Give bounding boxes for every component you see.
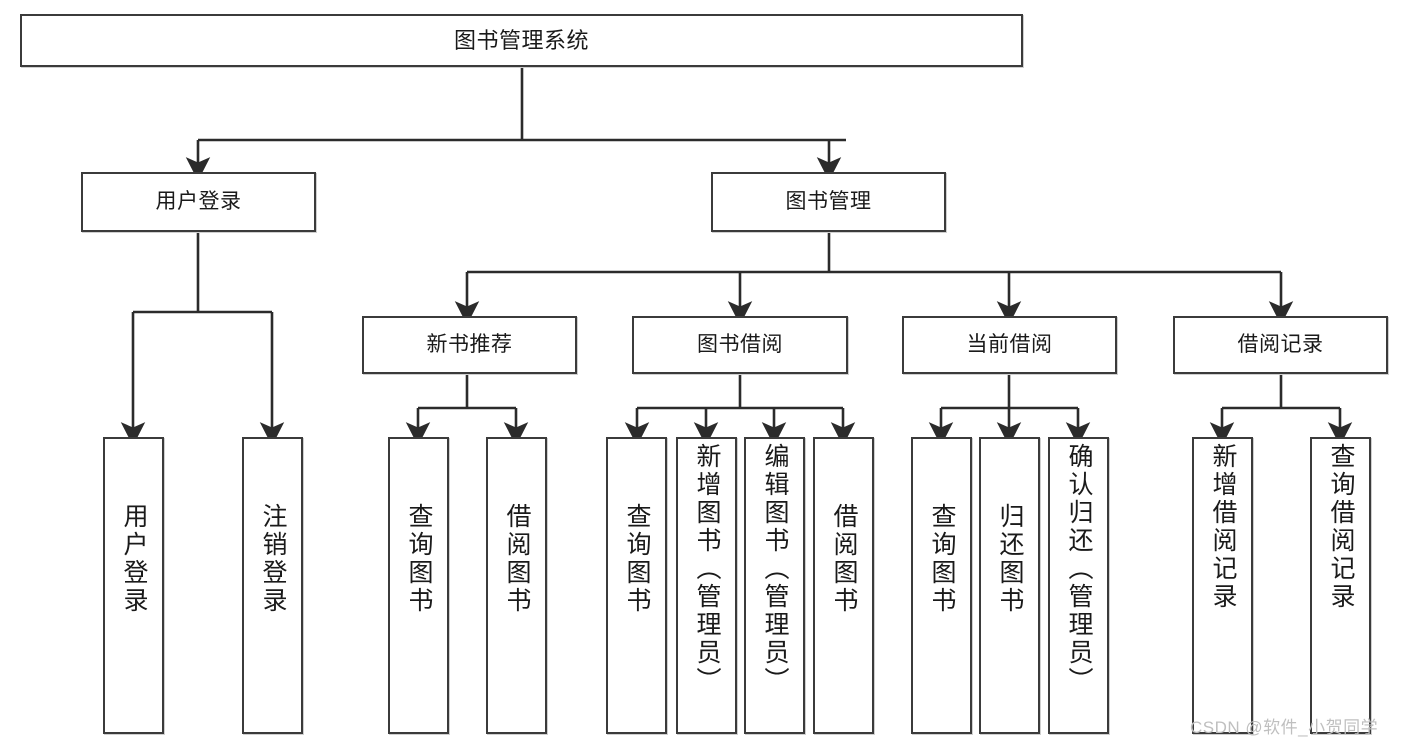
node-leaf11[interactable]: 确认归还（管理员） — [1048, 437, 1109, 734]
node-leaf8-label: 借阅图书 — [830, 503, 858, 615]
node-leaf6[interactable]: 新增图书（管理员） — [676, 437, 737, 734]
node-current[interactable]: 当前借阅 — [902, 316, 1117, 374]
node-leaf3[interactable]: 查询图书 — [388, 437, 449, 734]
node-bookmgmt-label: 图书管理 — [785, 189, 872, 213]
node-newbook[interactable]: 新书推荐 — [362, 316, 577, 374]
node-leaf2-label: 注销登录 — [259, 503, 287, 615]
node-leaf6-label: 新增图书（管理员） — [693, 443, 721, 695]
node-root[interactable]: 图书管理系统 — [20, 14, 1023, 67]
node-leaf9-label: 查询图书 — [928, 503, 956, 615]
node-login[interactable]: 用户登录 — [81, 172, 316, 232]
node-leaf5[interactable]: 查询图书 — [606, 437, 667, 734]
node-login-label: 用户登录 — [155, 189, 242, 213]
node-leaf12-label: 新增借阅记录 — [1209, 443, 1237, 611]
node-leaf1[interactable]: 用户登录 — [103, 437, 164, 734]
node-leaf12[interactable]: 新增借阅记录 — [1192, 437, 1253, 734]
node-leaf10[interactable]: 归还图书 — [979, 437, 1040, 734]
node-leaf10-label: 归还图书 — [996, 503, 1024, 615]
node-root-label: 图书管理系统 — [453, 27, 589, 53]
node-newbook-label: 新书推荐 — [426, 332, 513, 356]
node-records-label: 借阅记录 — [1237, 332, 1324, 356]
node-current-label: 当前借阅 — [966, 332, 1053, 356]
node-leaf13-label: 查询借阅记录 — [1327, 443, 1355, 611]
node-borrow[interactable]: 图书借阅 — [632, 316, 848, 374]
node-leaf7[interactable]: 编辑图书（管理员） — [744, 437, 805, 734]
node-leaf2[interactable]: 注销登录 — [242, 437, 303, 734]
node-borrow-label: 图书借阅 — [697, 332, 783, 356]
csdn-watermark: CSDN @软件_小贺同学 — [1190, 718, 1379, 737]
node-leaf4-label: 借阅图书 — [503, 503, 531, 615]
node-leaf8[interactable]: 借阅图书 — [813, 437, 874, 734]
node-leaf7-label: 编辑图书（管理员） — [761, 443, 789, 695]
node-leaf3-label: 查询图书 — [405, 503, 433, 615]
node-leaf11-label: 确认归还（管理员） — [1065, 443, 1093, 695]
node-leaf13[interactable]: 查询借阅记录 — [1310, 437, 1371, 734]
node-leaf4[interactable]: 借阅图书 — [486, 437, 547, 734]
node-leaf5-label: 查询图书 — [623, 503, 651, 615]
node-leaf9[interactable]: 查询图书 — [911, 437, 972, 734]
node-bookmgmt[interactable]: 图书管理 — [711, 172, 946, 232]
node-leaf1-label: 用户登录 — [120, 503, 148, 615]
node-records[interactable]: 借阅记录 — [1173, 316, 1388, 374]
